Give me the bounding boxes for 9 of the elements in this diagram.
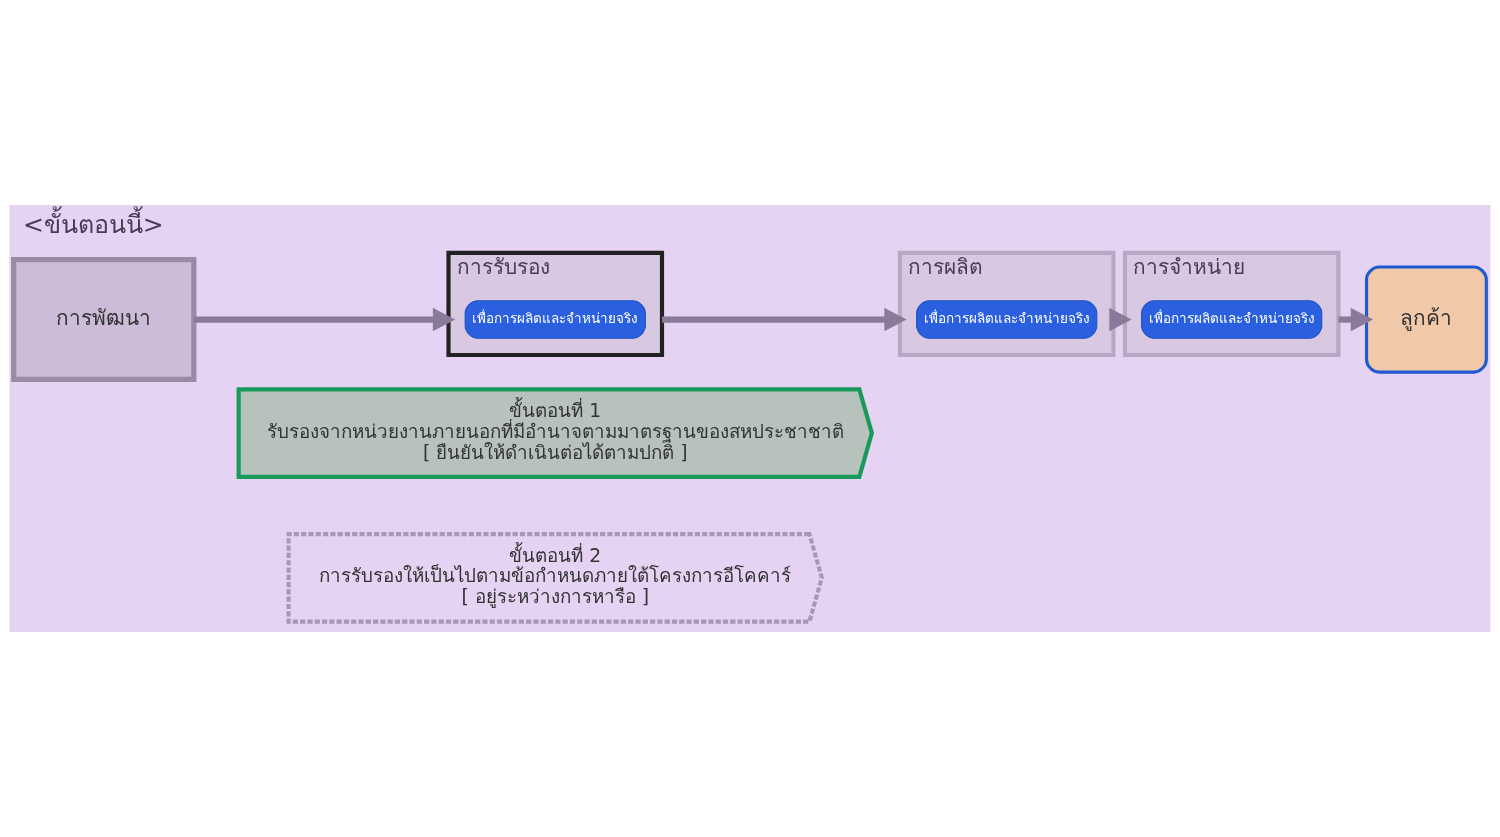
node-box: เพื่อการผลิตและจำหน่ายจริง xyxy=(1141,300,1323,339)
node-box: การพัฒนา xyxy=(11,257,197,383)
node-box: เพื่อการผลิตและจำหน่ายจริง xyxy=(464,300,646,339)
node-box: เพื่อการผลิตและจำหน่ายจริง xyxy=(916,300,1098,339)
arrow xyxy=(1338,307,1374,332)
arrow xyxy=(1109,307,1132,332)
arrow xyxy=(193,307,456,332)
arrow xyxy=(662,307,907,332)
node-box: ลูกค้า xyxy=(1365,265,1488,374)
